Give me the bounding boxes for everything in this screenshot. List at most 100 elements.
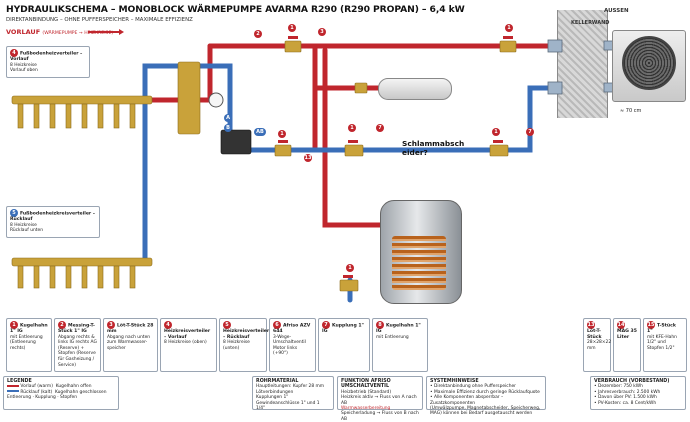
box-4-num: 4 bbox=[10, 49, 18, 57]
handle-4 bbox=[348, 140, 358, 143]
valve-return-2 bbox=[344, 144, 364, 157]
legend-ruecklauf: Rücklauf (kalt) bbox=[20, 389, 53, 395]
system-l4: (Umwälzpumpe, Magnetabscheider, Speicher… bbox=[430, 406, 541, 412]
part-num: 5 bbox=[223, 321, 231, 329]
flow-label: VORLAUF (WÄRMEPUMPE → HEIZKREISE) bbox=[6, 28, 113, 36]
verbrauch-title: VERBRAUCH (VORBESTAND) bbox=[594, 379, 670, 384]
system-l1: • Direktanbindung ohne Pufferspeicher bbox=[430, 384, 516, 390]
return-manifold-loop-6 bbox=[97, 265, 104, 289]
tank-coil-icon bbox=[392, 236, 446, 290]
supply-pipe-to-tank bbox=[322, 47, 383, 228]
marker-7-b: 7 bbox=[526, 128, 534, 136]
hp-connector-lower bbox=[547, 81, 563, 95]
marker-1-c: 1 bbox=[278, 130, 286, 138]
funktion-box: FUNKTION AFRISO UMSCHALTVENTIL Heizbetri… bbox=[337, 376, 423, 422]
supply-manifold-loop-6 bbox=[97, 103, 104, 129]
rohrmaterial-box: ROHRMATERIAL Hauptleitungen: Kupfer 28 m… bbox=[252, 376, 334, 411]
annotation-schlamm: Schlammabsch eider? bbox=[402, 139, 465, 157]
return-pipe-mid bbox=[192, 63, 233, 153]
legend-box: LEGENDE Vorlauf (warm) Kugelhahn offen R… bbox=[3, 376, 119, 410]
supply-manifold bbox=[11, 95, 153, 129]
part-num: 15 bbox=[647, 321, 655, 329]
marker-b: B bbox=[224, 124, 232, 132]
system-title: SYSTEMHINWEISE bbox=[430, 379, 479, 384]
return-manifold-loop-5 bbox=[81, 265, 88, 289]
return-manifold-loop-1 bbox=[17, 265, 24, 289]
part-desc: 3-Wege-Umschaltventil Motor links (+90°) bbox=[273, 334, 306, 357]
legend-stopfen: Stopfen bbox=[60, 395, 78, 401]
flow-arrow-icon bbox=[88, 29, 124, 34]
return-manifold-loop-8 bbox=[129, 265, 136, 289]
wall-label: KELLERWAND bbox=[571, 20, 610, 26]
handle-3 bbox=[278, 140, 288, 143]
marker-1-f: 1 bbox=[346, 264, 354, 272]
part-desc: Abgang nach unten zum Warmwasser-speiche… bbox=[107, 334, 151, 351]
supply-manifold-loop-2 bbox=[33, 103, 40, 129]
marker-1-e: 1 bbox=[492, 128, 500, 136]
hp-connector-upper bbox=[547, 39, 563, 53]
part-title: MAG 35 Liter bbox=[617, 329, 637, 340]
part-title: Heizkreisverteiler – Rücklauf bbox=[223, 329, 270, 340]
expansion-vessel bbox=[378, 78, 452, 100]
legend-kupplung: Kupplung bbox=[35, 395, 56, 401]
box-4-title: Fußbodenheizverteiler – Vorlauf bbox=[10, 51, 83, 63]
part-desc: mit KFE-Hahn 1/2" und Stopfen 1/2" bbox=[647, 334, 677, 351]
outside-label: AUSSEN bbox=[604, 8, 629, 14]
funktion-title: FUNKTION AFRISO UMSCHALTVENTIL bbox=[341, 379, 391, 390]
part-num: 13 bbox=[587, 321, 595, 329]
page-subtitle: DIREKTANBINDUNG – OHNE PUFFERSPEICHER – … bbox=[6, 17, 193, 23]
pressure-gauge-icon bbox=[208, 92, 224, 108]
part-desc: 28×28×22 mm bbox=[587, 340, 612, 351]
box-4-l2: Vorlauf oben bbox=[10, 68, 38, 74]
return-pipe-main bbox=[247, 85, 563, 153]
handle-1 bbox=[288, 36, 298, 39]
rohrmaterial-l3: Kupplungen 1" bbox=[256, 395, 289, 401]
valve-supply-2 bbox=[499, 40, 517, 53]
marker-1-d: 1 bbox=[348, 124, 356, 132]
rohrmaterial-l1: Hauptleitungen: Kupfer 28 mm bbox=[256, 384, 325, 390]
part-num: 7 bbox=[322, 321, 330, 329]
circulation-pump bbox=[208, 92, 252, 155]
verbrauch-l1: • Dezember: 750 kWh bbox=[594, 384, 643, 390]
part-desc: 8 Heizkreise (unten) bbox=[223, 340, 250, 351]
box-5-num: 5 bbox=[10, 209, 18, 217]
flow-label-text: VORLAUF bbox=[6, 28, 41, 36]
flow-label-small: (WÄRMEPUMPE → HEIZKREISE) bbox=[42, 31, 114, 36]
part-num: 1 bbox=[10, 321, 18, 329]
box-5-l2: Rücklauf unten bbox=[10, 228, 43, 234]
supply-manifold-loop-1 bbox=[17, 103, 24, 129]
pump-body bbox=[220, 129, 252, 155]
valve-tank-return bbox=[339, 279, 359, 292]
legend-vorlauf: Vorlauf (warm) bbox=[20, 384, 53, 390]
verbrauch-l3: • Davon über PV: 1.500 kWh bbox=[594, 395, 657, 401]
supply-manifold-loop-3 bbox=[49, 103, 56, 129]
supply-manifold-loop-7 bbox=[113, 103, 120, 129]
part-box-14: 14MAG 35 Liter bbox=[613, 318, 641, 372]
legend-ruecklauf-swatch bbox=[7, 390, 19, 393]
handle-6 bbox=[343, 275, 353, 278]
marker-3-a: 3 bbox=[318, 28, 326, 36]
marker-1-b: 1 bbox=[505, 24, 513, 32]
handle-5 bbox=[493, 140, 503, 143]
marker-7-a: 7 bbox=[376, 124, 384, 132]
verbrauch-l2: • Jahresverbrauch: 2.500 kWh bbox=[594, 389, 661, 395]
return-manifold bbox=[11, 257, 153, 289]
basement-wall bbox=[557, 10, 608, 118]
part-desc: mit Entleerung bbox=[376, 334, 409, 340]
supply-manifold-loop-8 bbox=[129, 103, 136, 129]
heat-pump-fan-icon bbox=[622, 36, 676, 90]
part-title: Messing-T-Stück 1" IG bbox=[58, 323, 95, 335]
part-title: Afriso AZV 644 bbox=[273, 323, 311, 335]
part-title: Löt-T-Stück bbox=[587, 329, 602, 340]
part-title: Kugelhahn 1" IG bbox=[10, 323, 48, 335]
part-title: Heizkreisverteiler – Vorlauf bbox=[164, 329, 211, 340]
